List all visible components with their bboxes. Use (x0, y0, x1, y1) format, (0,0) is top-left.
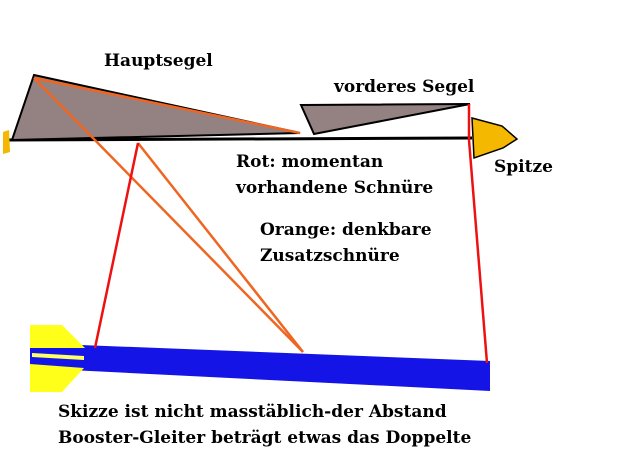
booster-fin-upper (30, 325, 85, 348)
label-front-sail: vorderes Segel (334, 77, 475, 97)
booster-stripe (32, 353, 84, 360)
orange-line-mainsail-to-booster (33, 77, 304, 353)
orange-line-mainsail-to-boom (33, 76, 301, 135)
glider-tail-marker (3, 130, 10, 154)
booster-fin-lower (30, 364, 84, 392)
label-tip: Spitze (494, 157, 553, 177)
scale-note-line1: Skizze ist nicht masstäblich-der Abstand (58, 402, 447, 422)
glider-tip (471, 117, 519, 160)
glider-boom (7, 136, 473, 142)
red-line-front (467, 139, 489, 364)
orange-line-boom-to-booster (137, 142, 304, 353)
legend-red-line2: vorhandene Schnüre (236, 178, 434, 198)
front-sail (299, 103, 471, 136)
label-main-sail: Hauptsegel (104, 51, 213, 71)
legend-red-line1: Rot: momentan (236, 152, 384, 172)
red-line-rear (93, 142, 140, 349)
booster-body (30, 343, 490, 391)
legend-orange-line1: Orange: denkbare (260, 220, 432, 240)
scale-note-line2: Booster-Gleiter beträgt etwas das Doppel… (58, 428, 472, 448)
main-sail (10, 73, 301, 142)
legend-orange-line2: Zusatzschnüre (260, 246, 400, 266)
